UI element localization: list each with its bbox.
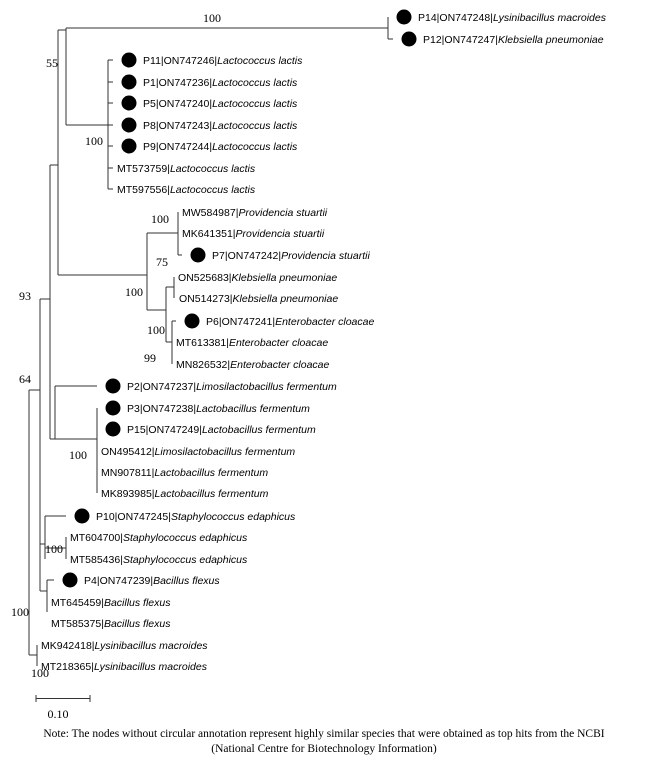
sample-marker	[121, 117, 137, 133]
sample-marker	[401, 31, 417, 47]
leaf-label: MT597556|Lactococcus lactis	[117, 184, 256, 196]
sample-marker	[74, 508, 90, 524]
scale-bar-line	[35, 695, 91, 702]
phylogenetic-tree: P14|ON747248|Lysinibacillus macroidesP12…	[11, 9, 607, 721]
bootstrap-value: 100	[203, 11, 221, 25]
sample-marker	[105, 400, 121, 416]
sample-marker	[121, 95, 137, 111]
leaf-label: MT604700|Staphylococcus edaphicus	[70, 532, 248, 544]
leaf-label: MT613381|Enterobacter cloacae	[176, 337, 328, 349]
sample-marker	[121, 138, 137, 154]
figure-note: Note: The nodes without circular annotat…	[0, 727, 648, 757]
sample-marker	[121, 74, 137, 90]
sample-marker	[105, 421, 121, 437]
leaf-label: P7|ON747242|Providencia stuartii	[212, 250, 370, 262]
leaf-label: MN826532|Enterobacter cloacae	[176, 359, 329, 371]
bootstrap-value: 75	[156, 255, 168, 269]
bootstrap-value: 100	[85, 134, 103, 148]
leaf-label: P1|ON747236|Lactococcus lactis	[143, 77, 298, 89]
leaf-label: P3|ON747238|Lactobacillus fermentum	[127, 403, 310, 415]
leaf-label: MT645459|Bacillus flexus	[51, 597, 171, 609]
leaf-label: P2|ON747237|Limosilactobacillus fermentu…	[127, 381, 337, 393]
leaf-label: MW584987|Providencia stuartii	[182, 207, 328, 219]
bootstrap-value: 55	[46, 56, 58, 70]
leaf-label: MT585375|Bacillus flexus	[51, 618, 171, 630]
bootstrap-value: 100	[125, 285, 143, 299]
sample-marker	[184, 313, 200, 329]
leaf-label: ON514273|Klebsiella pneumoniae	[179, 293, 338, 305]
scale-bar-label: 0.10	[48, 707, 69, 721]
leaf-label: ON525683|Klebsiella pneumoniae	[178, 272, 337, 284]
leaf-label: MT573759|Lactococcus lactis	[117, 163, 256, 175]
leaf-label: MN907811|Lactobacillus fermentum	[101, 467, 268, 479]
note-line-1: Note: The nodes without circular annotat…	[43, 728, 605, 740]
sample-marker	[105, 378, 121, 394]
bootstrap-value: 100	[147, 323, 165, 337]
sample-marker	[396, 9, 412, 25]
leaf-label: P4|ON747239|Bacillus flexus	[84, 575, 220, 587]
bootstrap-value: 64	[19, 372, 31, 386]
leaf-label: P15|ON747249|Lactobacillus fermentum	[127, 424, 316, 436]
leaf-label: MK893985|Lactobacillus fermentum	[101, 488, 269, 500]
bootstrap-value: 100	[31, 666, 49, 680]
leaf-label: P9|ON747244|Lactococcus lactis	[143, 141, 298, 153]
bootstrap-value: 99	[144, 351, 156, 365]
leaf-label: ON495412|Limosilactobacillus fermentum	[101, 446, 295, 458]
leaf-label: P5|ON747240|Lactococcus lactis	[143, 98, 298, 110]
leaf-label: MK942418|Lysinibacillus macroides	[41, 640, 208, 652]
sample-marker	[190, 247, 206, 263]
bootstrap-labels: 100 55 100 100 75 100 100 99 93 100 64 100 100 100	[11, 11, 221, 680]
leaf-labels: P14|ON747248|Lysinibacillus macroidesP12…	[41, 12, 607, 673]
bootstrap-value: 100	[11, 605, 29, 619]
sample-marker	[62, 572, 78, 588]
leaf-label: MT218365|Lysinibacillus macroides	[41, 661, 208, 673]
leaf-label: P8|ON747243|Lactococcus lactis	[143, 120, 298, 132]
bootstrap-value: 100	[45, 542, 63, 556]
leaf-label: MK641351|Providencia stuartii	[182, 228, 325, 240]
note-line-2: (National Centre for Biotechnology Infor…	[211, 743, 437, 755]
bootstrap-value: 93	[19, 289, 31, 303]
tree-branches	[28, 17, 393, 666]
leaf-label: P6|ON747241|Enterobacter cloacae	[206, 316, 374, 328]
leaf-label: P11|ON747246|Lactococcus lactis	[143, 55, 303, 67]
sample-markers	[62, 9, 417, 588]
bootstrap-value: 100	[69, 448, 87, 462]
leaf-label: P14|ON747248|Lysinibacillus macroides	[418, 12, 607, 24]
sample-marker	[121, 52, 137, 68]
leaf-label: MT585436|Staphylococcus edaphicus	[70, 554, 248, 566]
scale-bar: 0.10	[35, 695, 91, 721]
leaf-label: P12|ON747247|Klebsiella pneumoniae	[423, 34, 604, 46]
leaf-label: P10|ON747245|Staphylococcus edaphicus	[96, 511, 296, 523]
bootstrap-value: 100	[151, 212, 169, 226]
